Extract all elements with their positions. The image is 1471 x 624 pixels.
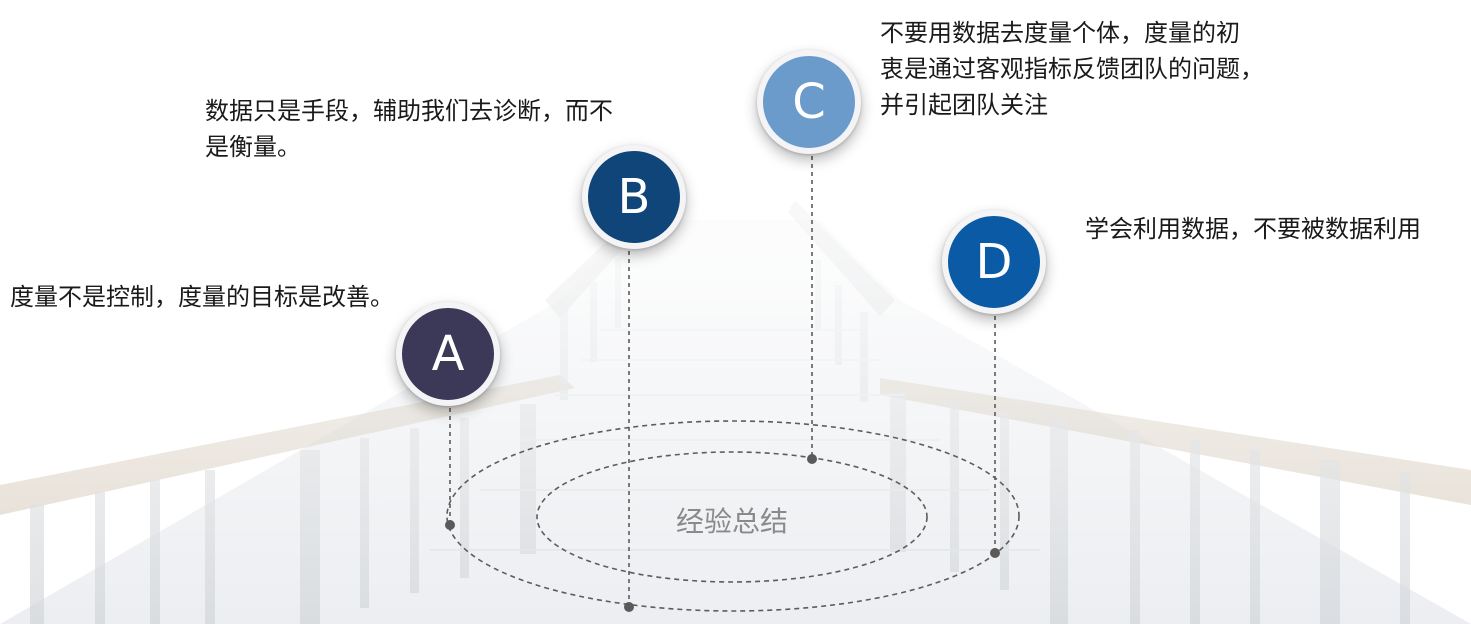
caption-b-line: 是衡量。	[205, 129, 675, 165]
endpoint-dot-b	[624, 602, 634, 612]
caption-c-line: 并引起团队关注	[880, 87, 1320, 123]
caption-c: 不要用数据去度量个体，度量的初 衷是通过客观指标反馈团队的问题， 并引起团队关注	[880, 15, 1320, 123]
caption-a-line: 度量不是控制，度量的目标是改善。	[10, 279, 440, 315]
endpoint-dot-c	[807, 454, 817, 464]
caption-d: 学会利用数据，不要被数据利用	[1085, 211, 1471, 247]
node-d: D	[942, 210, 1046, 314]
node-a: A	[396, 302, 500, 406]
caption-c-line: 不要用数据去度量个体，度量的初	[880, 15, 1320, 51]
node-c: C	[757, 50, 861, 154]
caption-c-line: 衷是通过客观指标反馈团队的问题，	[880, 51, 1320, 87]
caption-b: 数据只是手段，辅助我们去诊断，而不 是衡量。	[205, 93, 675, 165]
caption-b-line: 数据只是手段，辅助我们去诊断，而不	[205, 93, 675, 129]
caption-d-line: 学会利用数据，不要被数据利用	[1085, 211, 1471, 247]
caption-a: 度量不是控制，度量的目标是改善。	[10, 279, 440, 315]
endpoint-dot-a	[445, 520, 455, 530]
endpoint-dot-d	[990, 548, 1000, 558]
center-label: 经验总结	[622, 503, 842, 541]
